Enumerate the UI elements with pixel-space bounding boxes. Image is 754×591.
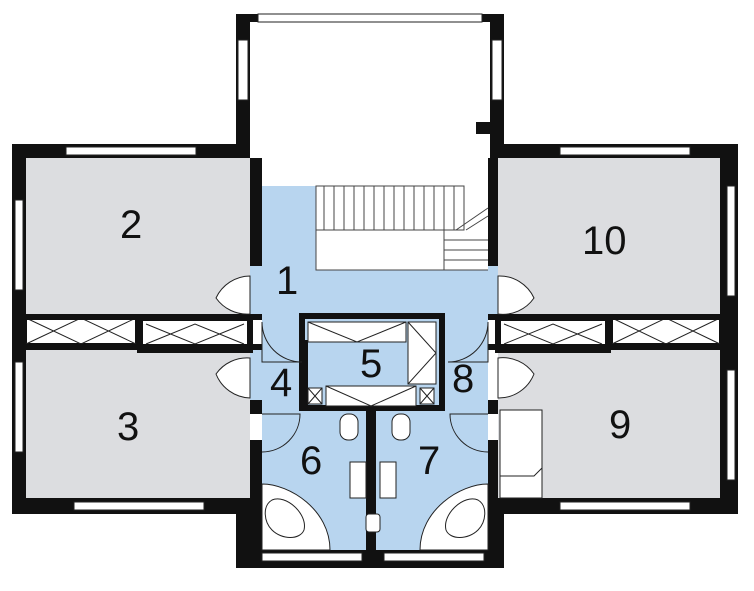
door-room-3	[215, 357, 251, 399]
bath-fixtures	[261, 409, 543, 551]
desk-room-9	[499, 409, 543, 499]
cabinet-core-bottom	[325, 385, 417, 407]
window-left-lower	[14, 361, 24, 453]
door-room-4	[261, 321, 303, 363]
room-label-6: 6	[300, 439, 322, 483]
window-right-upper	[726, 185, 736, 297]
staircase	[315, 185, 489, 271]
wall-room-2-3-lower	[12, 344, 262, 350]
wall-room-2-3	[12, 314, 262, 320]
sink-6	[349, 461, 367, 499]
room-label-4: 4	[270, 361, 292, 405]
window-right-lower	[726, 369, 736, 481]
floor-drain	[365, 513, 381, 533]
room-label-7: 7	[418, 439, 440, 483]
room-10-area	[498, 158, 720, 318]
wardrobe-room-2	[25, 317, 137, 345]
room-label-1: 1	[276, 259, 298, 303]
room-label-9: 9	[609, 403, 631, 447]
door-room-9	[497, 357, 535, 399]
window-left-upper	[14, 199, 24, 291]
terrace-window-left	[237, 39, 249, 101]
room-labels: 1 2 3 4 5 6 7 8 9 10	[117, 203, 631, 483]
wardrobe-room-9	[611, 317, 721, 345]
room-label-8: 8	[452, 357, 474, 401]
terrace-window-right	[491, 39, 503, 101]
room-label-10: 10	[582, 219, 627, 263]
upper-terrace	[236, 13, 504, 154]
wc-7	[391, 413, 411, 441]
door-room-6	[261, 413, 301, 453]
terrace-post	[476, 122, 490, 134]
door-room-8	[447, 321, 489, 363]
sink-7	[379, 461, 397, 499]
room-label-2: 2	[120, 203, 142, 247]
window-room-3-bottom	[73, 501, 205, 511]
cabinet-core-top	[307, 321, 407, 343]
cabinet-core-right	[407, 321, 437, 385]
door-room-7	[449, 413, 489, 453]
terrace-window-top	[257, 13, 483, 23]
door-swings	[215, 275, 535, 453]
stair-void	[316, 186, 488, 270]
wc-6	[339, 413, 359, 441]
wall-room-10-9-lower	[488, 344, 738, 350]
door-room-2	[215, 275, 251, 315]
exterior-windows	[14, 146, 736, 562]
room-2-area	[26, 158, 250, 316]
interior-partitions	[12, 313, 738, 411]
core-wall-left	[302, 340, 308, 408]
window-room-9-bottom	[559, 501, 691, 511]
door-room-10	[497, 275, 535, 315]
room-3-area	[26, 350, 250, 498]
room-label-3: 3	[117, 405, 139, 449]
window-room-10-top	[559, 146, 691, 156]
room-label-5: 5	[360, 342, 382, 386]
wall-room-10-9	[488, 314, 738, 320]
window-bath-6	[261, 552, 363, 562]
window-bath-7	[383, 552, 485, 562]
window-room-2-top	[65, 146, 197, 156]
